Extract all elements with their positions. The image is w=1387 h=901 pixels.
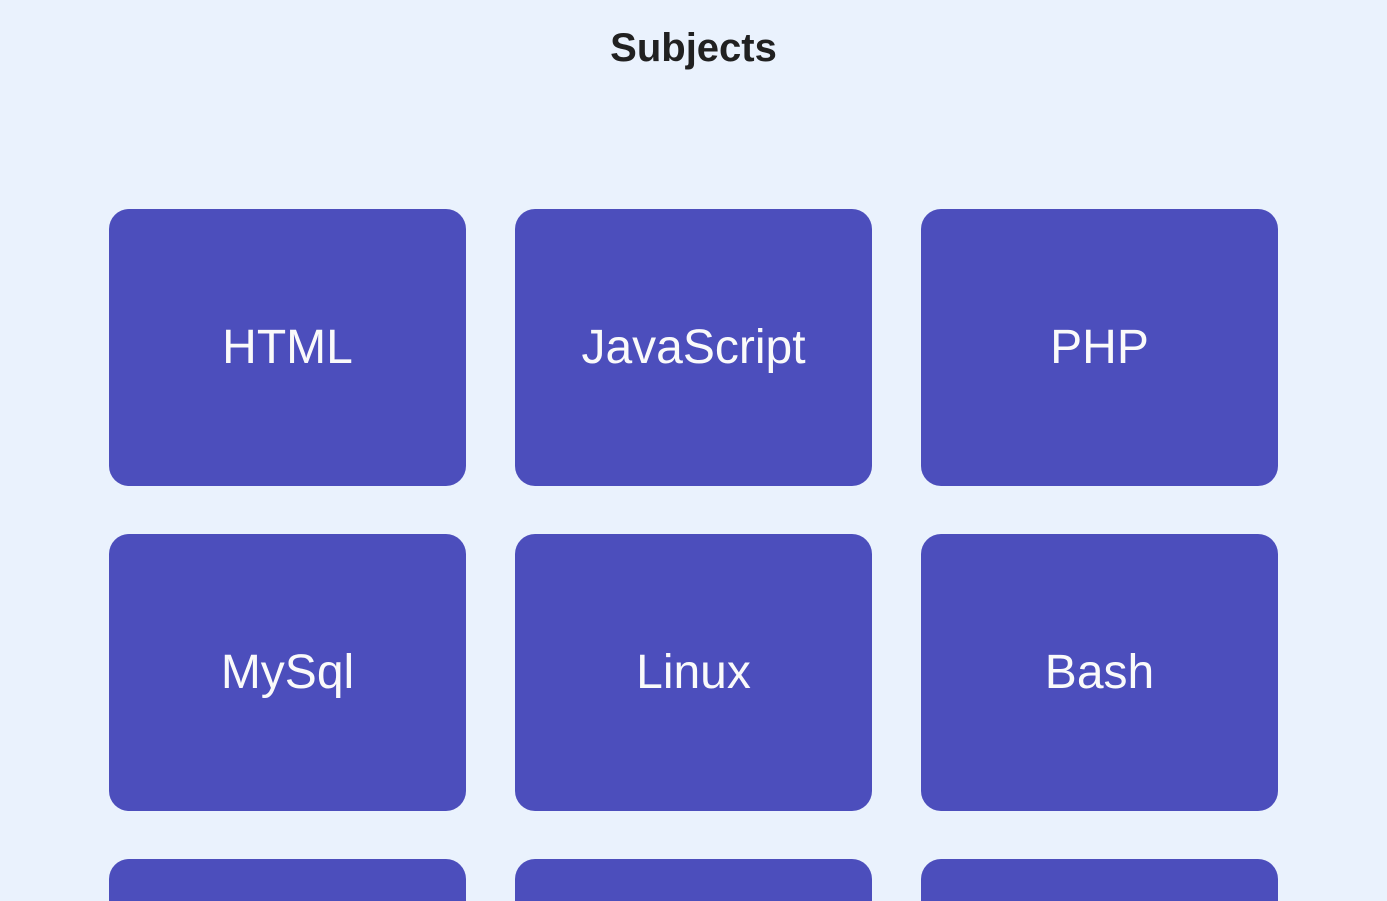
subjects-grid: HTML JavaScript PHP MySql Linux Bash	[109, 209, 1278, 901]
subject-card-label: Bash	[1044, 646, 1155, 699]
subject-card[interactable]	[109, 859, 466, 901]
subject-card[interactable]: HTML	[109, 209, 466, 486]
subject-card-label: Linux	[636, 646, 751, 699]
subject-card-label: MySql	[220, 646, 355, 699]
subject-card-label: HTML	[222, 321, 353, 374]
subject-card-label: PHP	[1050, 321, 1149, 374]
page-title: Subjects	[610, 26, 777, 70]
subject-card[interactable]: PHP	[921, 209, 1278, 486]
subject-card[interactable]: Linux	[515, 534, 872, 811]
subject-card[interactable]: JavaScript	[515, 209, 872, 486]
subject-card[interactable]: Bash	[921, 534, 1278, 811]
subject-card[interactable]	[921, 859, 1278, 901]
subject-card[interactable]: MySql	[109, 534, 466, 811]
subject-card[interactable]	[515, 859, 872, 901]
subject-card-label: JavaScript	[581, 321, 806, 374]
